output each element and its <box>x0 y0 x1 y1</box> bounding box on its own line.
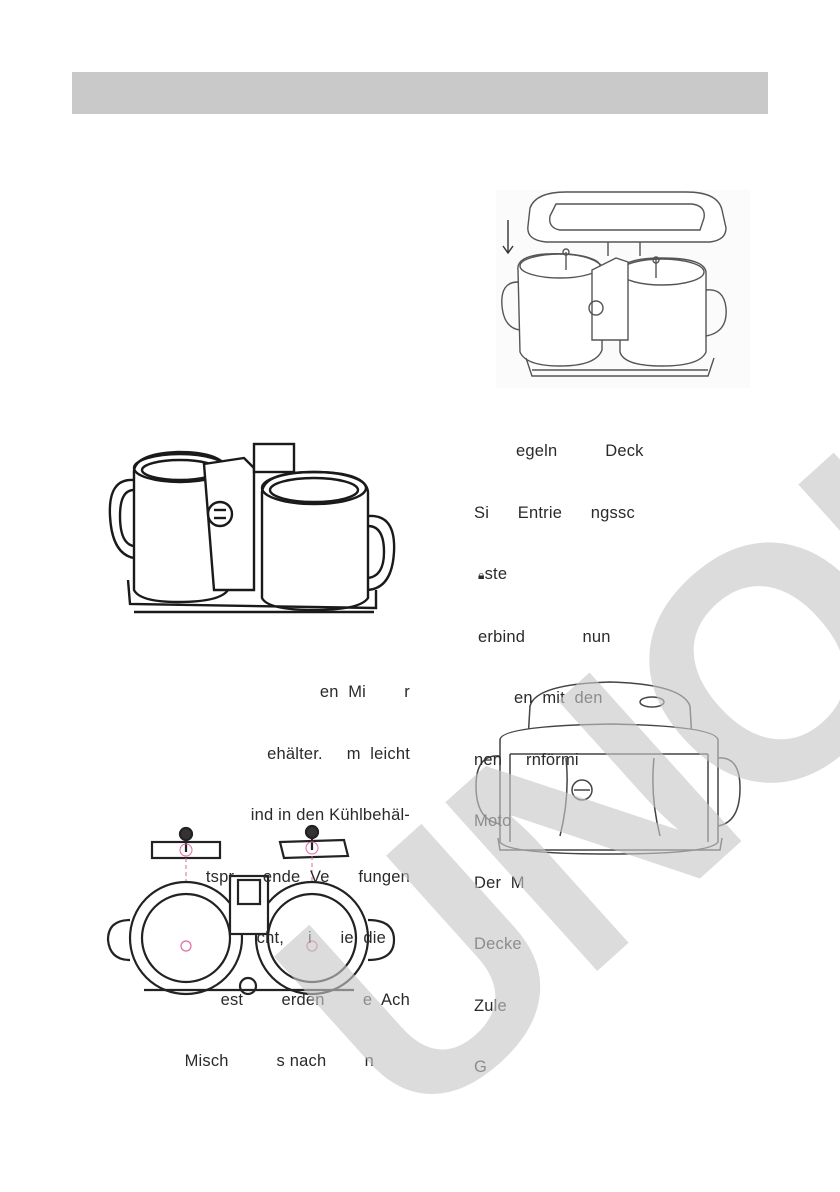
right-text-line: Der M <box>474 873 525 892</box>
lock-icon: 🔒︎ <box>478 568 485 582</box>
right-text-line: en mit den <box>514 689 603 707</box>
right-instruction-text: egeln Deck Si Entrie ngssc 🔒︎ste erbind … <box>474 400 714 1098</box>
right-text-line: erbind nun <box>478 627 611 646</box>
figure-base-containers <box>104 440 400 616</box>
right-text-line: Zule <box>474 996 507 1015</box>
right-text-line: nen rnförmi <box>474 750 579 769</box>
left-text-line: tspr ende Ve fungen <box>205 867 410 886</box>
left-text-line: est erden e Ach <box>220 990 410 1009</box>
right-text-line: G <box>474 1058 488 1076</box>
right-text-line: Moto <box>474 812 512 830</box>
right-text-line: egeln Deck <box>516 442 644 460</box>
right-text-line-lock: 🔒︎ste <box>474 564 714 586</box>
figure-lid-placement <box>496 190 750 388</box>
section-header-bar <box>72 72 768 114</box>
right-text-line: ste <box>484 565 508 583</box>
left-instruction-text: en Mi r ehälter. m leicht ind in den Küh… <box>92 641 410 1092</box>
right-text-line: Decke <box>474 935 522 953</box>
figure-top-view-paddles <box>104 820 396 1010</box>
right-text-line: Si Entrie ngssc <box>474 503 635 522</box>
left-text-line: Misch s nach n <box>184 1052 374 1070</box>
left-text-line: cht, i ie die <box>256 929 386 947</box>
left-text-line: en Mi r <box>319 683 410 701</box>
left-text-line: ind in den Kühlbehäl- <box>250 806 410 824</box>
figure-assembled-device <box>470 676 744 856</box>
left-text-line: ehälter. m leicht <box>267 744 410 763</box>
